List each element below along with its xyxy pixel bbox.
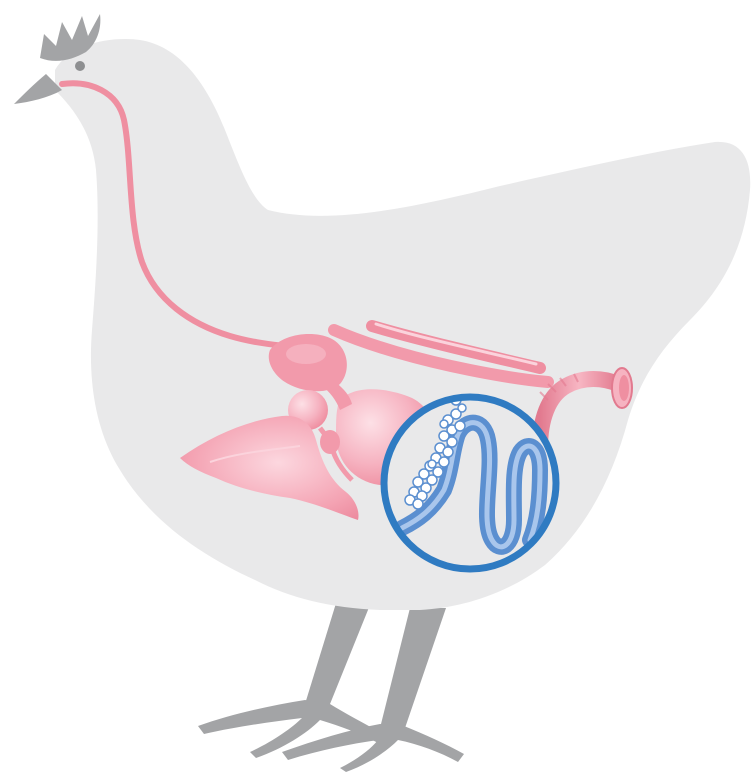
beak <box>14 74 62 104</box>
legs <box>198 600 464 772</box>
eye <box>75 61 85 71</box>
magnifier-circle <box>384 395 556 569</box>
right-leg <box>380 608 446 728</box>
left-leg <box>305 600 372 704</box>
right-foot <box>282 724 464 772</box>
